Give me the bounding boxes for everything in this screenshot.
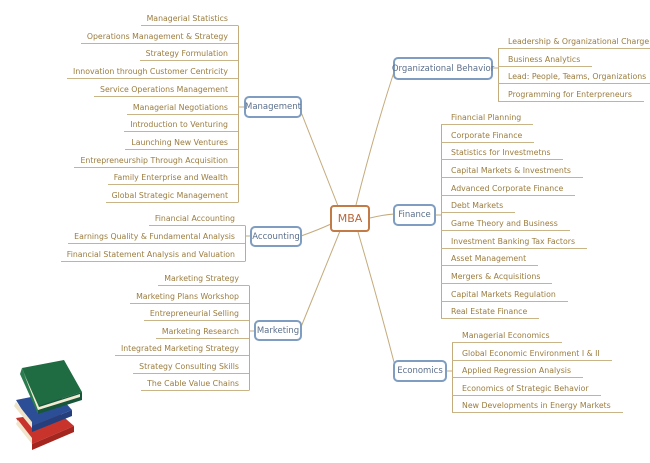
leaf-accounting[interactable]: Financial Statement Analysis and Valuati… — [60, 249, 245, 262]
leaf-accounting[interactable]: Earnings Quality & Fundamental Analysis — [68, 231, 245, 244]
root-label: MBA — [337, 212, 363, 225]
leaf-finance[interactable]: Debt Markets — [441, 200, 516, 214]
leaf-finance[interactable]: Mergers & Acquisitions — [441, 271, 553, 284]
leaf-management[interactable]: Managerial Statistics — [140, 13, 238, 26]
node-finance[interactable]: Finance — [393, 204, 436, 226]
connector-finance — [369, 213, 395, 219]
node-label: Marketing — [256, 325, 300, 336]
leaf-marketing[interactable]: Marketing Strategy — [158, 273, 249, 286]
leaf-finance[interactable]: Asset Management — [441, 253, 539, 267]
node-marketing[interactable]: Marketing — [254, 320, 302, 341]
leaf-finance[interactable]: Game Theory and Business — [441, 218, 570, 231]
leaf-finance[interactable]: Financial Planning — [441, 112, 534, 125]
leaf-finance[interactable]: Capital Markets & Investments — [441, 165, 583, 178]
leaf-management[interactable]: Introduction to Venturing — [124, 119, 238, 133]
leaf-economics[interactable]: Managerial Economics — [452, 330, 562, 343]
node-organizational-behavior[interactable]: Organizational Behavior — [391, 57, 495, 80]
leaf-accounting[interactable]: Financial Accounting — [148, 213, 245, 226]
leaf-organizational-behavior[interactable]: Business Analytics — [498, 54, 593, 67]
leaf-economics[interactable]: New Developments in Energy Markets — [452, 400, 623, 413]
leaf-management[interactable]: Entrepreneurship Through Acquisition — [74, 155, 238, 168]
connector-marketing — [300, 230, 341, 328]
connector-accounting — [300, 223, 332, 237]
node-label: Accounting — [252, 231, 300, 242]
leaf-organizational-behavior[interactable]: Programming for Enterpreneurs — [498, 89, 644, 102]
node-accounting[interactable]: Accounting — [250, 226, 302, 247]
connector-management — [300, 111, 339, 207]
leaf-management[interactable]: Operations Management & Strategy — [80, 31, 238, 44]
leaf-finance[interactable]: Corporate Finance — [441, 130, 535, 143]
leaf-management[interactable]: Innovation through Customer Centricity — [67, 66, 238, 80]
leaf-economics[interactable]: Applied Regression Analysis — [452, 365, 584, 378]
leaf-management[interactable]: Global Strategic Management — [105, 190, 238, 203]
leaf-organizational-behavior[interactable]: Lead: People, Teams, Organizations — [498, 71, 650, 84]
leaf-marketing[interactable]: Strategy Consulting Skills — [133, 361, 249, 374]
leaf-finance[interactable]: Capital Markets Regulation — [441, 289, 568, 302]
node-management[interactable]: Management — [244, 96, 302, 118]
leaf-management[interactable]: Managerial Negotiations — [126, 102, 238, 115]
node-label: Economics — [397, 366, 443, 376]
leaf-finance[interactable]: Advanced Corporate Finance — [441, 183, 576, 196]
node-label: Organizational Behavior — [391, 63, 495, 74]
leaf-marketing[interactable]: Marketing Research — [155, 326, 249, 339]
leaf-marketing[interactable]: Entrepreneurial Selling — [143, 308, 249, 321]
leaf-economics[interactable]: Global Economic Environment I & II — [452, 348, 612, 361]
root-node-mba[interactable]: MBA — [330, 205, 370, 232]
leaf-management[interactable]: Strategy Formulation — [139, 48, 238, 62]
leaf-management[interactable]: Family Enterprise and Wealth — [107, 172, 238, 186]
node-label: Management — [245, 102, 301, 112]
leaf-marketing[interactable]: The Cable Value Chains — [141, 378, 249, 391]
leaf-marketing[interactable]: Marketing Plans Workshop — [130, 291, 249, 304]
leaf-organizational-behavior[interactable]: Leadership & Organizational Charge — [498, 36, 650, 49]
leaf-finance[interactable]: Statistics for Investmetns — [441, 147, 563, 161]
leaf-marketing[interactable]: Integrated Marketing Strategy — [114, 343, 249, 356]
node-label: Finance — [398, 210, 431, 220]
leaf-management[interactable]: Service Operations Management — [94, 84, 238, 97]
leaf-finance[interactable]: Real Estate Finance — [441, 306, 540, 320]
books-illustration-icon — [14, 360, 82, 450]
node-economics[interactable]: Economics — [393, 360, 447, 382]
leaf-management[interactable]: Launching New Ventures — [125, 137, 238, 150]
leaf-economics[interactable]: Economics of Strategic Behavior — [452, 383, 601, 396]
leaf-finance[interactable]: Investment Banking Tax Factors — [441, 236, 588, 249]
connector-organizational-behavior — [355, 71, 395, 206]
connector-economics — [357, 231, 396, 367]
